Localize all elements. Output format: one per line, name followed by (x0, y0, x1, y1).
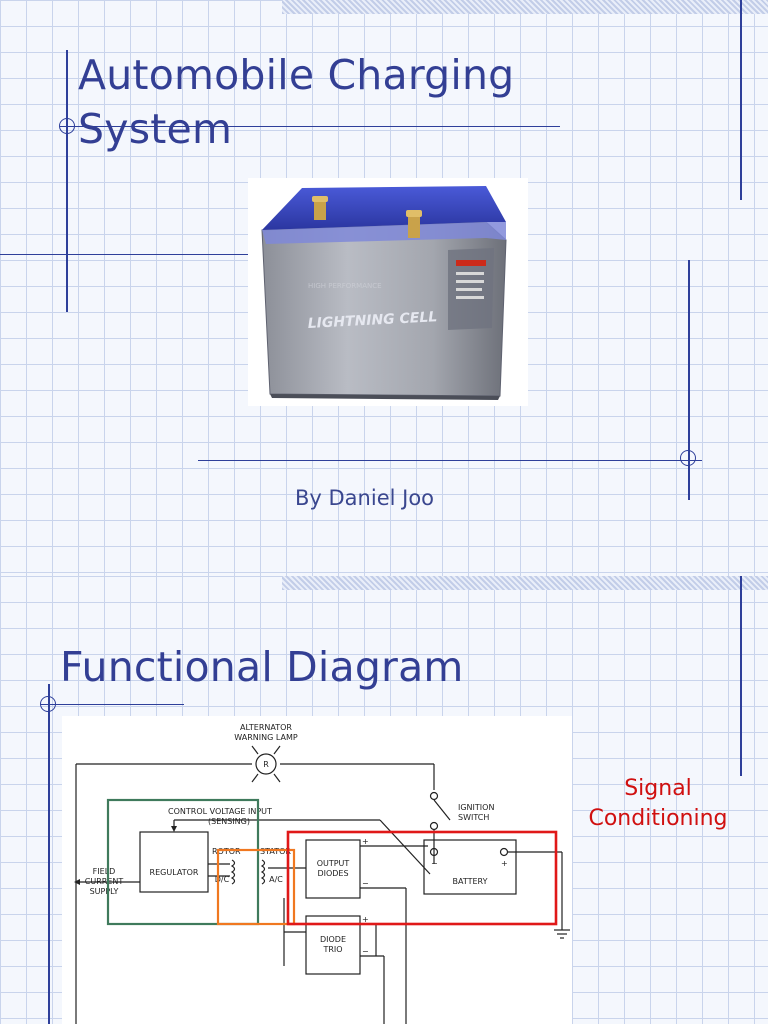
sensing-label: (SENSING) (208, 817, 250, 826)
svg-text:HIGH PERFORMANCE: HIGH PERFORMANCE (308, 282, 382, 290)
output-minus: − (362, 879, 369, 888)
ignition-label-1: IGNITION (458, 803, 494, 812)
signal-conditioning-box (286, 830, 558, 926)
decorative-band (282, 0, 768, 14)
decorative-vertical-line (66, 50, 68, 312)
decorative-vertical-line (688, 260, 690, 500)
decorative-horizontal-line (0, 254, 248, 255)
decorative-horizontal-line (40, 704, 184, 705)
trio-minus: − (362, 947, 369, 956)
trio-plus: + (362, 915, 369, 924)
lamp-label-2: WARNING LAMP (234, 733, 298, 742)
output-label-1: OUTPUT (317, 859, 350, 868)
decorative-vertical-line (740, 0, 742, 200)
battery-photo: LIGHTNING CELL HIGH PERFORMANCE (248, 178, 528, 406)
field-label-1: FIELD (93, 867, 116, 876)
slide-title: Functional Diagram (60, 643, 464, 691)
ignition-label-2: SWITCH (458, 813, 489, 822)
decorative-vertical-line (48, 684, 50, 1024)
trio-label-2: TRIO (322, 945, 342, 954)
decorative-ring (40, 696, 56, 712)
slide-title: Automobile Charging System (78, 48, 514, 156)
signal-conditioning-label: Signal Conditioning (572, 774, 744, 834)
title-slide: Automobile Charging System (0, 0, 768, 576)
control-voltage-label: CONTROL VOLTAGE INPUT (168, 807, 272, 816)
decorative-ring (680, 450, 696, 466)
output-label-2: DIODES (317, 869, 348, 878)
battery-plus: + (501, 859, 508, 868)
battery-label: BATTERY (453, 877, 488, 886)
decorative-ring (59, 118, 75, 134)
trio-label-1: DIODE (320, 935, 346, 944)
battery-minus: − (431, 859, 438, 868)
lamp-label-1: ALTERNATOR (240, 723, 292, 732)
battery-brand-text: LIGHTNING CELL (307, 309, 437, 332)
decorative-vertical-line (740, 576, 742, 776)
dc-label: D/C (215, 875, 230, 884)
lamp-symbol: R (263, 760, 269, 769)
signal-line-2: Conditioning (588, 806, 728, 831)
author-name: By Daniel Joo (295, 486, 435, 510)
decorative-horizontal-line (198, 460, 702, 461)
output-plus: + (362, 837, 369, 846)
signal-line-1: Signal (624, 776, 692, 801)
rotor-label: ROTOR (212, 847, 241, 856)
title-line-2: System (78, 105, 233, 153)
decorative-band (282, 576, 768, 590)
battery-illustration: LIGHTNING CELL HIGH PERFORMANCE (261, 186, 507, 400)
title-line-1: Automobile Charging (78, 51, 515, 99)
alternator-highlight-box (216, 848, 296, 926)
charging-system-diagram: R ALTERNATOR WARNING LAMP IGNITION SWITC… (62, 716, 572, 1024)
field-label-2: CURRENT (85, 877, 124, 886)
regulator-highlight-box (106, 798, 260, 926)
stator-label: STATOR (260, 847, 291, 856)
decorative-horizontal-line (60, 126, 560, 127)
ac-label: A/C (269, 875, 283, 884)
functional-diagram-slide: Functional Diagram (0, 576, 768, 1024)
field-label-3: SUPPLY (90, 887, 119, 896)
regulator-label: REGULATOR (150, 868, 199, 877)
